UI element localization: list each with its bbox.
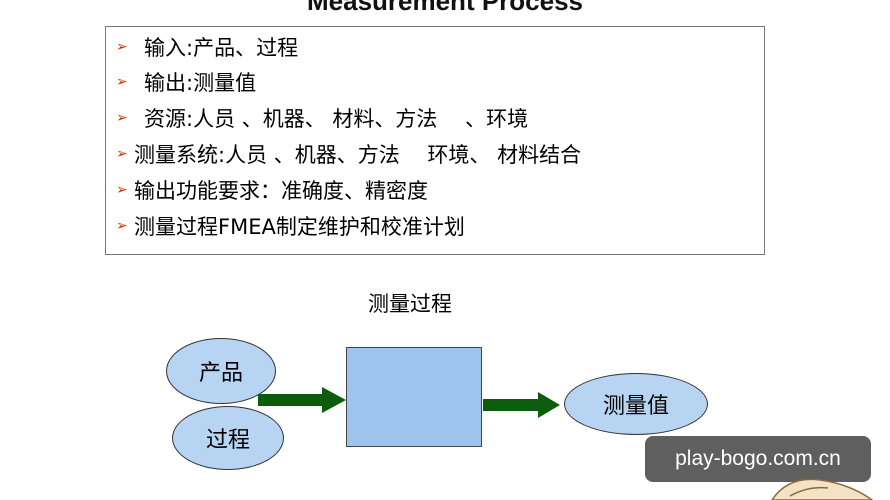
bullet-arrow-icon: ➢ bbox=[116, 74, 128, 90]
input-process-node: 过程 bbox=[172, 406, 284, 470]
slide-title: Measurement Process bbox=[306, 0, 584, 16]
bullet-arrow-icon: ➢ bbox=[116, 110, 128, 126]
bullet-text: 输出功能要求：准确度、精密度 bbox=[134, 179, 428, 203]
watermark-text: play-bogo.com.cn bbox=[675, 447, 841, 470]
bullet-text: 测量系统:人员 、机器、方法 环境、 材料结合 bbox=[134, 143, 582, 167]
bullet-item-measurement-system: ➢ 测量系统:人员 、机器、方法 环境、 材料结合 bbox=[116, 137, 581, 171]
bullet-item-fmea: ➢ 测量过程FMEA制定维护和校准计划 bbox=[116, 209, 465, 243]
bullet-arrow-icon: ➢ bbox=[116, 182, 128, 198]
bullet-list-box: ➢ 输入:产品、过程 ➢ 输出:测量值 ➢ 资源:人员 、机器、 材料、方法 、… bbox=[105, 26, 765, 255]
corner-decoration-icon bbox=[771, 478, 874, 500]
node-label: 产品 bbox=[198, 361, 243, 386]
bullet-text: 输入:产品、过程 bbox=[144, 36, 299, 60]
bullet-text: 资源:人员 、机器、 材料、方法 、环境 bbox=[144, 107, 529, 131]
bullet-text: 测量过程FMEA制定维护和校准计划 bbox=[134, 215, 465, 239]
bullet-arrow-icon: ➢ bbox=[116, 218, 128, 234]
node-label: 过程 bbox=[205, 428, 250, 453]
output-arrow-icon bbox=[483, 392, 560, 418]
node-label: 测量值 bbox=[602, 394, 669, 419]
bullet-item-input: ➢ 输入:产品、过程 bbox=[116, 30, 298, 64]
bullet-arrow-icon: ➢ bbox=[116, 39, 128, 55]
bullet-text: 输出:测量值 bbox=[144, 71, 257, 95]
bullet-arrow-icon: ➢ bbox=[116, 146, 128, 162]
input-product-node: 产品 bbox=[166, 338, 276, 404]
bullet-item-output-requirements: ➢ 输出功能要求：准确度、精密度 bbox=[116, 173, 428, 207]
bullet-item-output: ➢ 输出:测量值 bbox=[116, 65, 256, 99]
output-value-node: 测量值 bbox=[564, 373, 708, 435]
diagram-title: 测量过程 bbox=[368, 292, 452, 316]
measurement-process-box bbox=[346, 347, 482, 447]
watermark-badge: play-bogo.com.cn bbox=[645, 436, 871, 482]
bullet-item-resources: ➢ 资源:人员 、机器、 材料、方法 、环境 bbox=[116, 101, 528, 135]
input-arrow-icon bbox=[258, 387, 346, 413]
